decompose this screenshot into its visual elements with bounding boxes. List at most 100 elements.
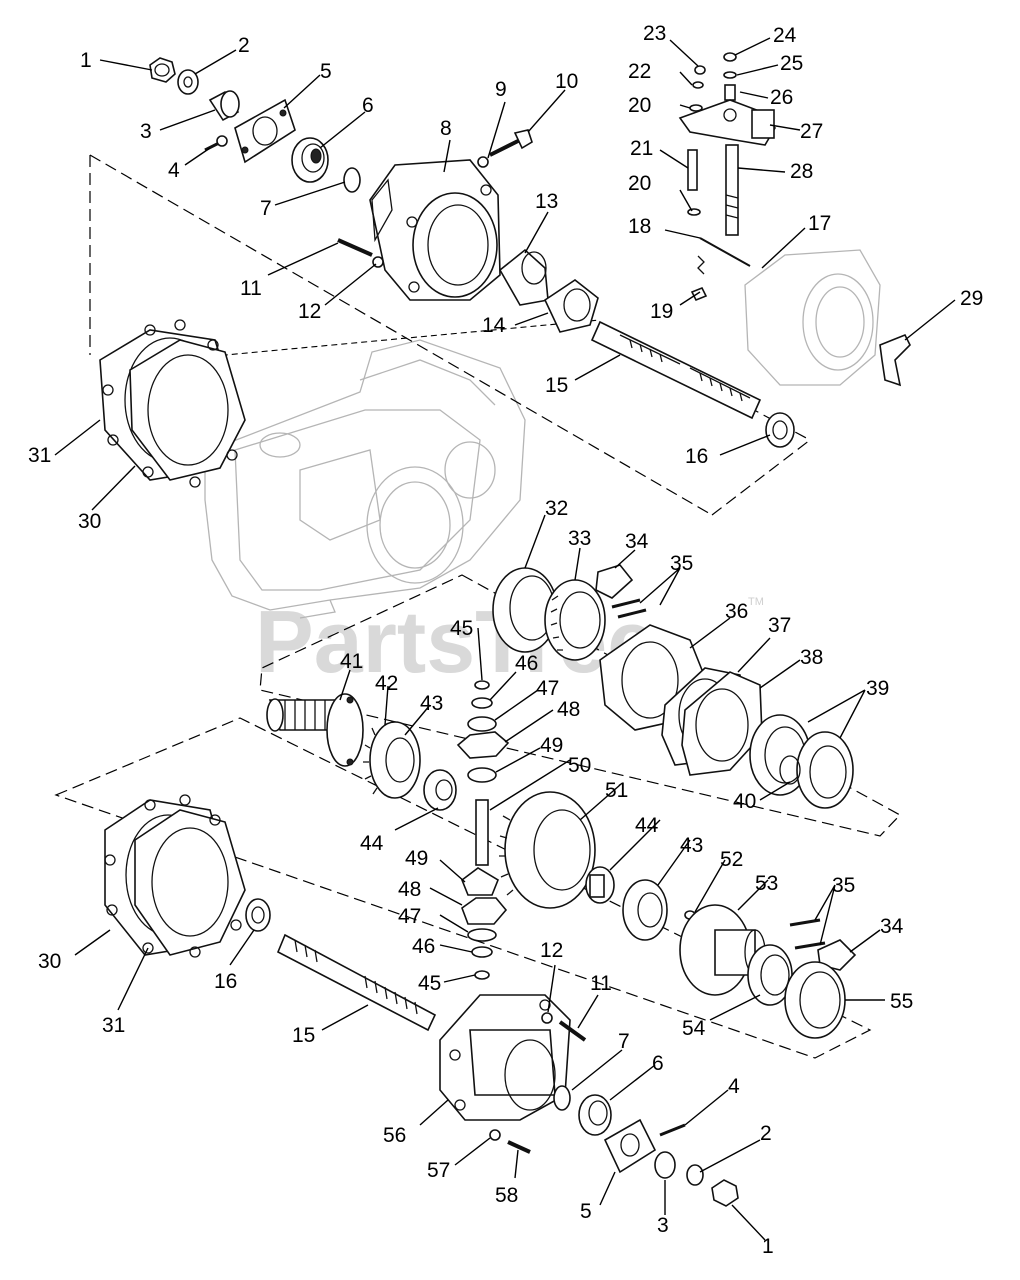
part-6-bearing-lower [578,1094,612,1136]
callout-18: 18 [628,215,651,238]
part-30-31-gaskets-upper [99,319,246,488]
callout-4-lower: 4 [728,1075,740,1098]
callout-53: 53 [755,872,778,895]
callout-34-upper: 34 [625,530,649,553]
callout-9: 9 [495,78,507,101]
callout-16-upper: 16 [685,445,708,468]
callout-labels: 1 2 5 3 4 6 7 8 9 10 11 12 13 14 15 16 1… [28,22,983,1258]
part-22-washer [692,81,704,89]
callout-58: 58 [495,1184,518,1207]
part-3-spacer-lower [654,1151,676,1179]
callout-11: 11 [240,277,262,300]
part-30-31-gaskets-lower [104,794,246,958]
callout-7: 7 [260,197,272,220]
callout-48-lower: 48 [398,878,421,901]
callout-49-upper: 49 [540,734,563,757]
part-5-plate-upper [234,98,296,164]
callout-36: 36 [725,600,748,623]
watermark-trademark: TM [748,596,764,608]
part-53-flange [679,904,766,996]
callout-23: 23 [643,22,666,45]
callout-24: 24 [773,24,797,47]
part-39-thrust-bearing [749,714,854,809]
callout-2-lower: 2 [760,1122,772,1145]
callout-14: 14 [482,314,506,337]
callout-50: 50 [568,754,591,777]
callout-5: 5 [320,60,332,83]
callout-44-upper: 44 [360,832,384,855]
callout-45-upper: 45 [450,617,473,640]
callout-4: 4 [168,159,180,182]
part-41-axle-stub [266,693,364,767]
callout-38: 38 [800,646,823,669]
part-42-43-bevel-gear [363,721,421,799]
callout-35-upper: 35 [670,552,693,575]
part-15-shaft-upper [590,320,762,420]
leader-lines [54,37,956,1241]
callout-20-upper: 20 [628,94,651,117]
callout-25: 25 [780,52,803,75]
part-33-bearing-cone-upper [544,579,606,661]
callout-16-lower: 16 [214,970,237,993]
callout-1-lower: 1 [762,1235,774,1258]
part-23-nut [694,65,706,75]
part-10-bolt-upper [489,129,533,157]
callout-32: 32 [545,497,568,520]
part-54-bearing-lower [747,944,793,1006]
callout-30-upper: 30 [78,510,101,533]
callout-1: 1 [80,49,92,72]
callout-47-lower: 47 [398,905,421,928]
callout-8: 8 [440,117,452,140]
callout-45-lower: 45 [418,972,441,995]
part-16-seal-lower [245,898,271,932]
housing-ghost-outline [204,339,526,619]
part-50-cross-shaft [475,799,489,866]
part-9-washer [477,156,489,168]
part-38-plate-upper [681,671,763,776]
callout-3-lower: 3 [657,1214,669,1237]
part-6-bearing-upper [291,137,329,183]
callout-30-lower: 30 [38,950,61,973]
part-56-housing-lower [439,994,571,1121]
callout-39: 39 [866,677,889,700]
callout-13: 13 [535,190,558,213]
part-44-pinion-lower [585,866,615,904]
callout-21: 21 [630,137,653,160]
upper-axis-outline [89,154,811,516]
callout-7-lower: 7 [618,1030,630,1053]
callout-15-lower: 15 [292,1024,315,1047]
callout-17: 17 [808,212,831,235]
part-51-ring-gear [499,791,596,909]
part-5-plate-lower [603,1118,657,1174]
callout-51: 51 [605,779,628,802]
callout-11-lower: 11 [590,972,612,995]
callout-34-lower: 34 [880,915,904,938]
part-16-seal-upper [765,412,795,448]
part-35-bolts-upper [611,598,647,619]
callout-56: 56 [383,1124,406,1147]
part-13-collar [498,248,549,306]
callout-20-lower: 20 [628,172,651,195]
part-15-shaft-lower [276,933,437,1032]
callout-12: 12 [298,300,321,323]
part-58-bolt [507,1140,531,1154]
part-45-49-stack-lower [461,867,508,980]
part-2-washer-lower [686,1164,704,1186]
callout-57: 57 [427,1159,450,1182]
part-24-nut [723,52,737,62]
callout-43-lower: 43 [680,834,703,857]
callout-6: 6 [362,94,374,117]
part-8-housing-upper [369,159,501,301]
callout-42: 42 [375,672,398,695]
part-4-bolt-upper [204,135,228,152]
callout-41: 41 [340,650,363,673]
part-27-bracket [678,99,776,146]
callout-37: 37 [768,614,791,637]
callout-46-upper: 46 [515,652,538,675]
callout-31-upper: 31 [28,444,51,467]
parts-artwork [99,52,911,1207]
part-18-pin [699,237,751,267]
part-4-bolt-lower [659,1123,686,1137]
